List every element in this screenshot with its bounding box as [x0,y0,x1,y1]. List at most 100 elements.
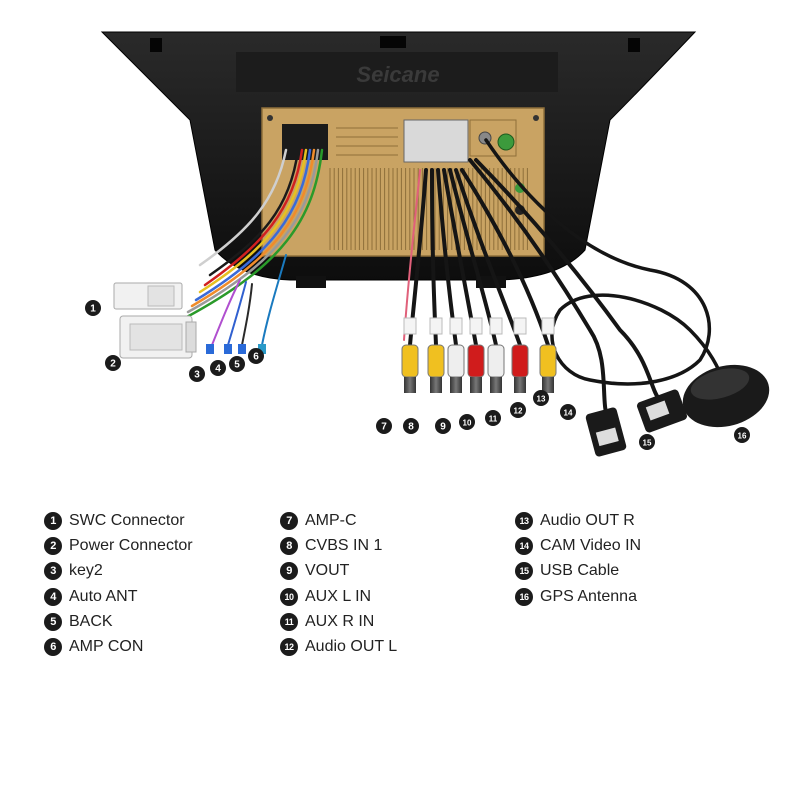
legend-number-badge: 5 [44,612,62,631]
legend-label: SWC Connector [69,511,185,529]
brand-logo: Seicane [356,62,439,87]
legend-label: BACK [69,612,113,630]
callout-number: 12 [514,407,523,416]
callout-number: 6 [253,352,259,363]
legend-label: CVBS IN 1 [305,536,383,554]
legend-item: 1 SWC Connector [44,508,193,533]
usb-connector-left [585,407,627,457]
legend-column-3: 13 Audio OUT R 14 CAM Video IN 15 USB Cable 16… [515,508,641,609]
legend-label: Power Connector [69,536,193,554]
legend-number-badge: 1 [44,511,62,530]
legend-number-badge: 13 [515,511,533,530]
callout-number: 2 [110,359,116,370]
rca-plug-aux-l [467,317,485,393]
legend-label: CAM Video IN [540,536,642,554]
legend-label: AMP CON [69,638,144,656]
wiring-diagram: Seicane [85,31,770,457]
legend-label: VOUT [305,562,350,580]
usb-connector-right [636,389,688,433]
rca-plug-aux-r [487,317,505,393]
legend-label: key2 [69,562,103,580]
legend-item: 13 Audio OUT R [515,508,641,533]
rca-plug-vout [447,317,465,393]
swc-connector [113,282,183,310]
callout-number: 13 [537,395,546,404]
legend-number-badge: 3 [44,562,62,581]
legend-item: 6 AMP CON [44,634,193,659]
legend-item: 10 AUX L IN [280,584,397,609]
legend-number-badge: 14 [515,536,533,555]
legend-number-badge: 9 [280,562,298,581]
legend-label: USB Cable [540,562,620,580]
small-lead-plugs [206,344,266,354]
legend-number-badge: 10 [280,587,298,606]
legend-label: Audio OUT R [540,511,635,529]
callout-5: 5 [229,356,245,372]
callout-6: 6 [248,348,264,364]
legend-item: 14 CAM Video IN [515,533,641,558]
legend-number-badge: 7 [280,511,298,530]
rca-plug-amp-c [401,317,419,393]
callout-3: 3 [189,366,205,382]
legend-number-badge: 12 [280,638,298,657]
callout-number: 16 [738,432,747,441]
callout-9: 9 [435,418,451,434]
legend-item: 7 AMP-C [280,508,397,533]
legend-number-badge: 6 [44,638,62,657]
callout-4: 4 [210,360,226,376]
legend-label: AUX L IN [305,587,372,605]
callout-number: 1 [90,304,96,315]
legend-number-badge: 15 [515,562,533,581]
legend-label: AUX R IN [305,612,375,630]
legend-item: 5 BACK [44,609,193,634]
callout-14: 14 [560,404,576,420]
callout-number: 10 [463,419,472,428]
legend-label: GPS Antenna [540,587,637,605]
rca-plug-cam-in [539,317,557,393]
legend-item: 16 GPS Antenna [515,584,641,609]
callout-number: 8 [408,422,414,433]
legend-label: Audio OUT L [305,638,398,656]
legend-number-badge: 8 [280,536,298,555]
callout-1: 1 [85,300,101,316]
legend-label: AMP-C [305,511,357,529]
callout-number: 11 [489,415,498,424]
legend-item: 12 Audio OUT L [280,634,397,659]
callout-7: 7 [376,418,392,434]
callout-number: 14 [564,409,573,418]
callout-15: 15 [639,434,655,450]
legend-item: 8 CVBS IN 1 [280,533,397,558]
callout-2: 2 [105,355,121,371]
legend-column-2: 7 AMP-C 8 CVBS IN 1 9 VOUT 10 AUX L IN 11 AUX R I… [280,508,397,660]
legend-number-badge: 11 [280,612,298,631]
legend-item: 3 key2 [44,559,193,584]
legend-number-badge: 2 [44,536,62,555]
callout-12: 12 [510,402,526,418]
callout-13: 13 [533,390,549,406]
legend-label: Auto ANT [69,587,138,605]
callout-number: 7 [381,422,387,433]
gps-antenna [682,364,770,428]
legend-item: 4 Auto ANT [44,584,193,609]
callout-number: 4 [215,364,221,375]
rca-plug-cvbs-in [427,317,445,393]
legend-column-1: 1 SWC Connector 2 Power Connector 3 key2 4 Auto… [44,508,193,660]
callout-number: 5 [234,360,240,371]
legend-item: 11 AUX R IN [280,609,397,634]
wire-harness [183,138,724,422]
callout-16: 16 [734,427,750,443]
callout-8: 8 [403,418,419,434]
callout-number: 3 [194,370,200,381]
legend-number-badge: 16 [515,587,533,606]
power-connector [119,315,197,359]
callout-number: 9 [440,422,446,433]
rca-plug-audio-out-l [511,317,529,393]
legend-item: 2 Power Connector [44,533,193,558]
legend-item: 9 VOUT [280,559,397,584]
callout-10: 10 [459,414,475,430]
legend-number-badge: 4 [44,587,62,606]
legend-item: 15 USB Cable [515,559,641,584]
callout-number: 15 [643,439,652,448]
legend: 1 SWC Connector 2 Power Connector 3 key2 4 Auto… [44,508,784,678]
